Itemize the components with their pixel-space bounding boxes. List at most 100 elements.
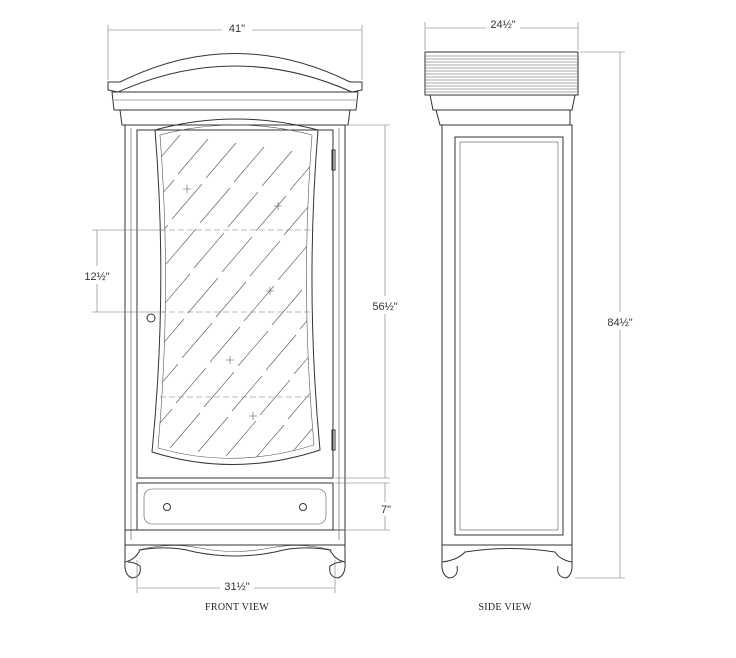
- hatch-line: [253, 424, 285, 459]
- hatch-line: [486, 183, 516, 218]
- hatch-line: [299, 293, 314, 330]
- hatch-line: [289, 154, 314, 191]
- hatch-line: [108, 450, 138, 485]
- hatch-line: [496, 322, 526, 357]
- hatch-line: [428, 404, 458, 439]
- drawer-panel: [143, 488, 327, 525]
- hatch-line: [362, 257, 392, 292]
- hatch-line: [158, 318, 185, 355]
- hatch-line: [169, 412, 201, 449]
- label-background: [222, 20, 252, 36]
- hatch-line: [462, 363, 492, 398]
- glass-panel: [151, 118, 321, 465]
- hatch-line: [205, 142, 237, 179]
- drawer-knob: [163, 503, 171, 511]
- label-background: [82, 266, 114, 284]
- hatch-line: [259, 379, 291, 416]
- side-view-caption: SIDE VIEW: [478, 602, 532, 613]
- hatch-line: [332, 482, 362, 517]
- hatch-line: [490, 367, 520, 402]
- hatch-line: [158, 134, 181, 171]
- hatch-line: [508, 232, 538, 267]
- side-body: [441, 124, 573, 546]
- hatch-line: [334, 253, 364, 288]
- overall-width-label: 41": [229, 23, 245, 35]
- hatch-line: [396, 216, 426, 251]
- side-crown-moulding: [425, 55, 578, 93]
- label-background: [486, 16, 520, 32]
- hatch-line: [193, 232, 225, 269]
- side-crown: [424, 51, 579, 96]
- hatch-line: [175, 367, 207, 404]
- hatch-line: [514, 187, 544, 222]
- hatch-line: [181, 322, 213, 359]
- hatch-line: [158, 453, 167, 459]
- glass-hatching: [108, 134, 544, 537]
- hatch-line: [261, 150, 293, 187]
- hatch-line: [215, 281, 247, 318]
- door-height-label: 56½": [372, 301, 397, 313]
- hatch-line: [346, 163, 376, 198]
- hatch-line: [159, 273, 191, 310]
- hatch-line: [378, 351, 408, 386]
- crown-arch: [107, 53, 363, 93]
- side-apron: [441, 544, 573, 563]
- hatch-line: [271, 289, 303, 326]
- crown-moulding: [111, 91, 359, 111]
- overall-height-label: 84½": [607, 317, 632, 329]
- hatch-line: [197, 416, 229, 453]
- front-dimensions: 41" 56½" 12½" 7" 31½" FRONT VIEW: [82, 20, 402, 613]
- side-foot-left: [441, 561, 458, 579]
- hatch-line: [478, 457, 508, 492]
- hatch-line: [502, 277, 532, 312]
- hatch-line: [203, 371, 235, 408]
- hatch-line: [165, 228, 197, 265]
- hatch-line: [225, 420, 257, 457]
- hatch-line: [468, 318, 498, 353]
- label-background: [376, 502, 396, 516]
- hatch-line: [237, 330, 269, 367]
- hatch-line: [233, 146, 265, 183]
- hatch-line: [158, 363, 179, 400]
- scalloped-apron: [124, 529, 346, 563]
- front-view-caption: FRONT VIEW: [205, 602, 269, 613]
- glass-pins: [183, 185, 282, 420]
- door-knob: [146, 313, 156, 323]
- hatch-line: [158, 408, 173, 445]
- hatch-line: [249, 240, 281, 277]
- hatch-line: [394, 445, 424, 480]
- hatch-line: [293, 338, 314, 375]
- hatch-line: [484, 412, 514, 447]
- side-cornice-lower: [435, 109, 571, 126]
- hatch-line: [221, 236, 253, 273]
- cabinet-body: [124, 124, 346, 546]
- hatch-line: [452, 224, 482, 259]
- hatch-line: [177, 138, 209, 175]
- cornice: [119, 109, 351, 126]
- door-hinge: [331, 149, 336, 171]
- hatch-line: [277, 244, 309, 281]
- hatch-line: [390, 261, 420, 296]
- hatch-line: [418, 265, 448, 300]
- glass-panel-inner: [157, 124, 315, 459]
- glass-door: [136, 129, 334, 479]
- hatch-line: [480, 228, 510, 263]
- hatch-line: [446, 269, 476, 304]
- hatch-line: [199, 187, 231, 224]
- hatch-line: [265, 334, 297, 371]
- hatch-line: [350, 347, 380, 382]
- hatch-line: [406, 355, 436, 390]
- front-view-drawing: [107, 53, 544, 579]
- hatch-line: [400, 400, 430, 435]
- hatch-line: [472, 502, 502, 537]
- hatch-line: [316, 388, 346, 423]
- hatch-line: [374, 167, 404, 202]
- label-background: [368, 296, 402, 314]
- hatch-line: [248, 470, 278, 505]
- hatch-line: [434, 359, 464, 394]
- hatch-line: [126, 315, 156, 350]
- hatch-line: [305, 248, 314, 285]
- hatch-line: [209, 326, 241, 363]
- label-background: [603, 312, 637, 330]
